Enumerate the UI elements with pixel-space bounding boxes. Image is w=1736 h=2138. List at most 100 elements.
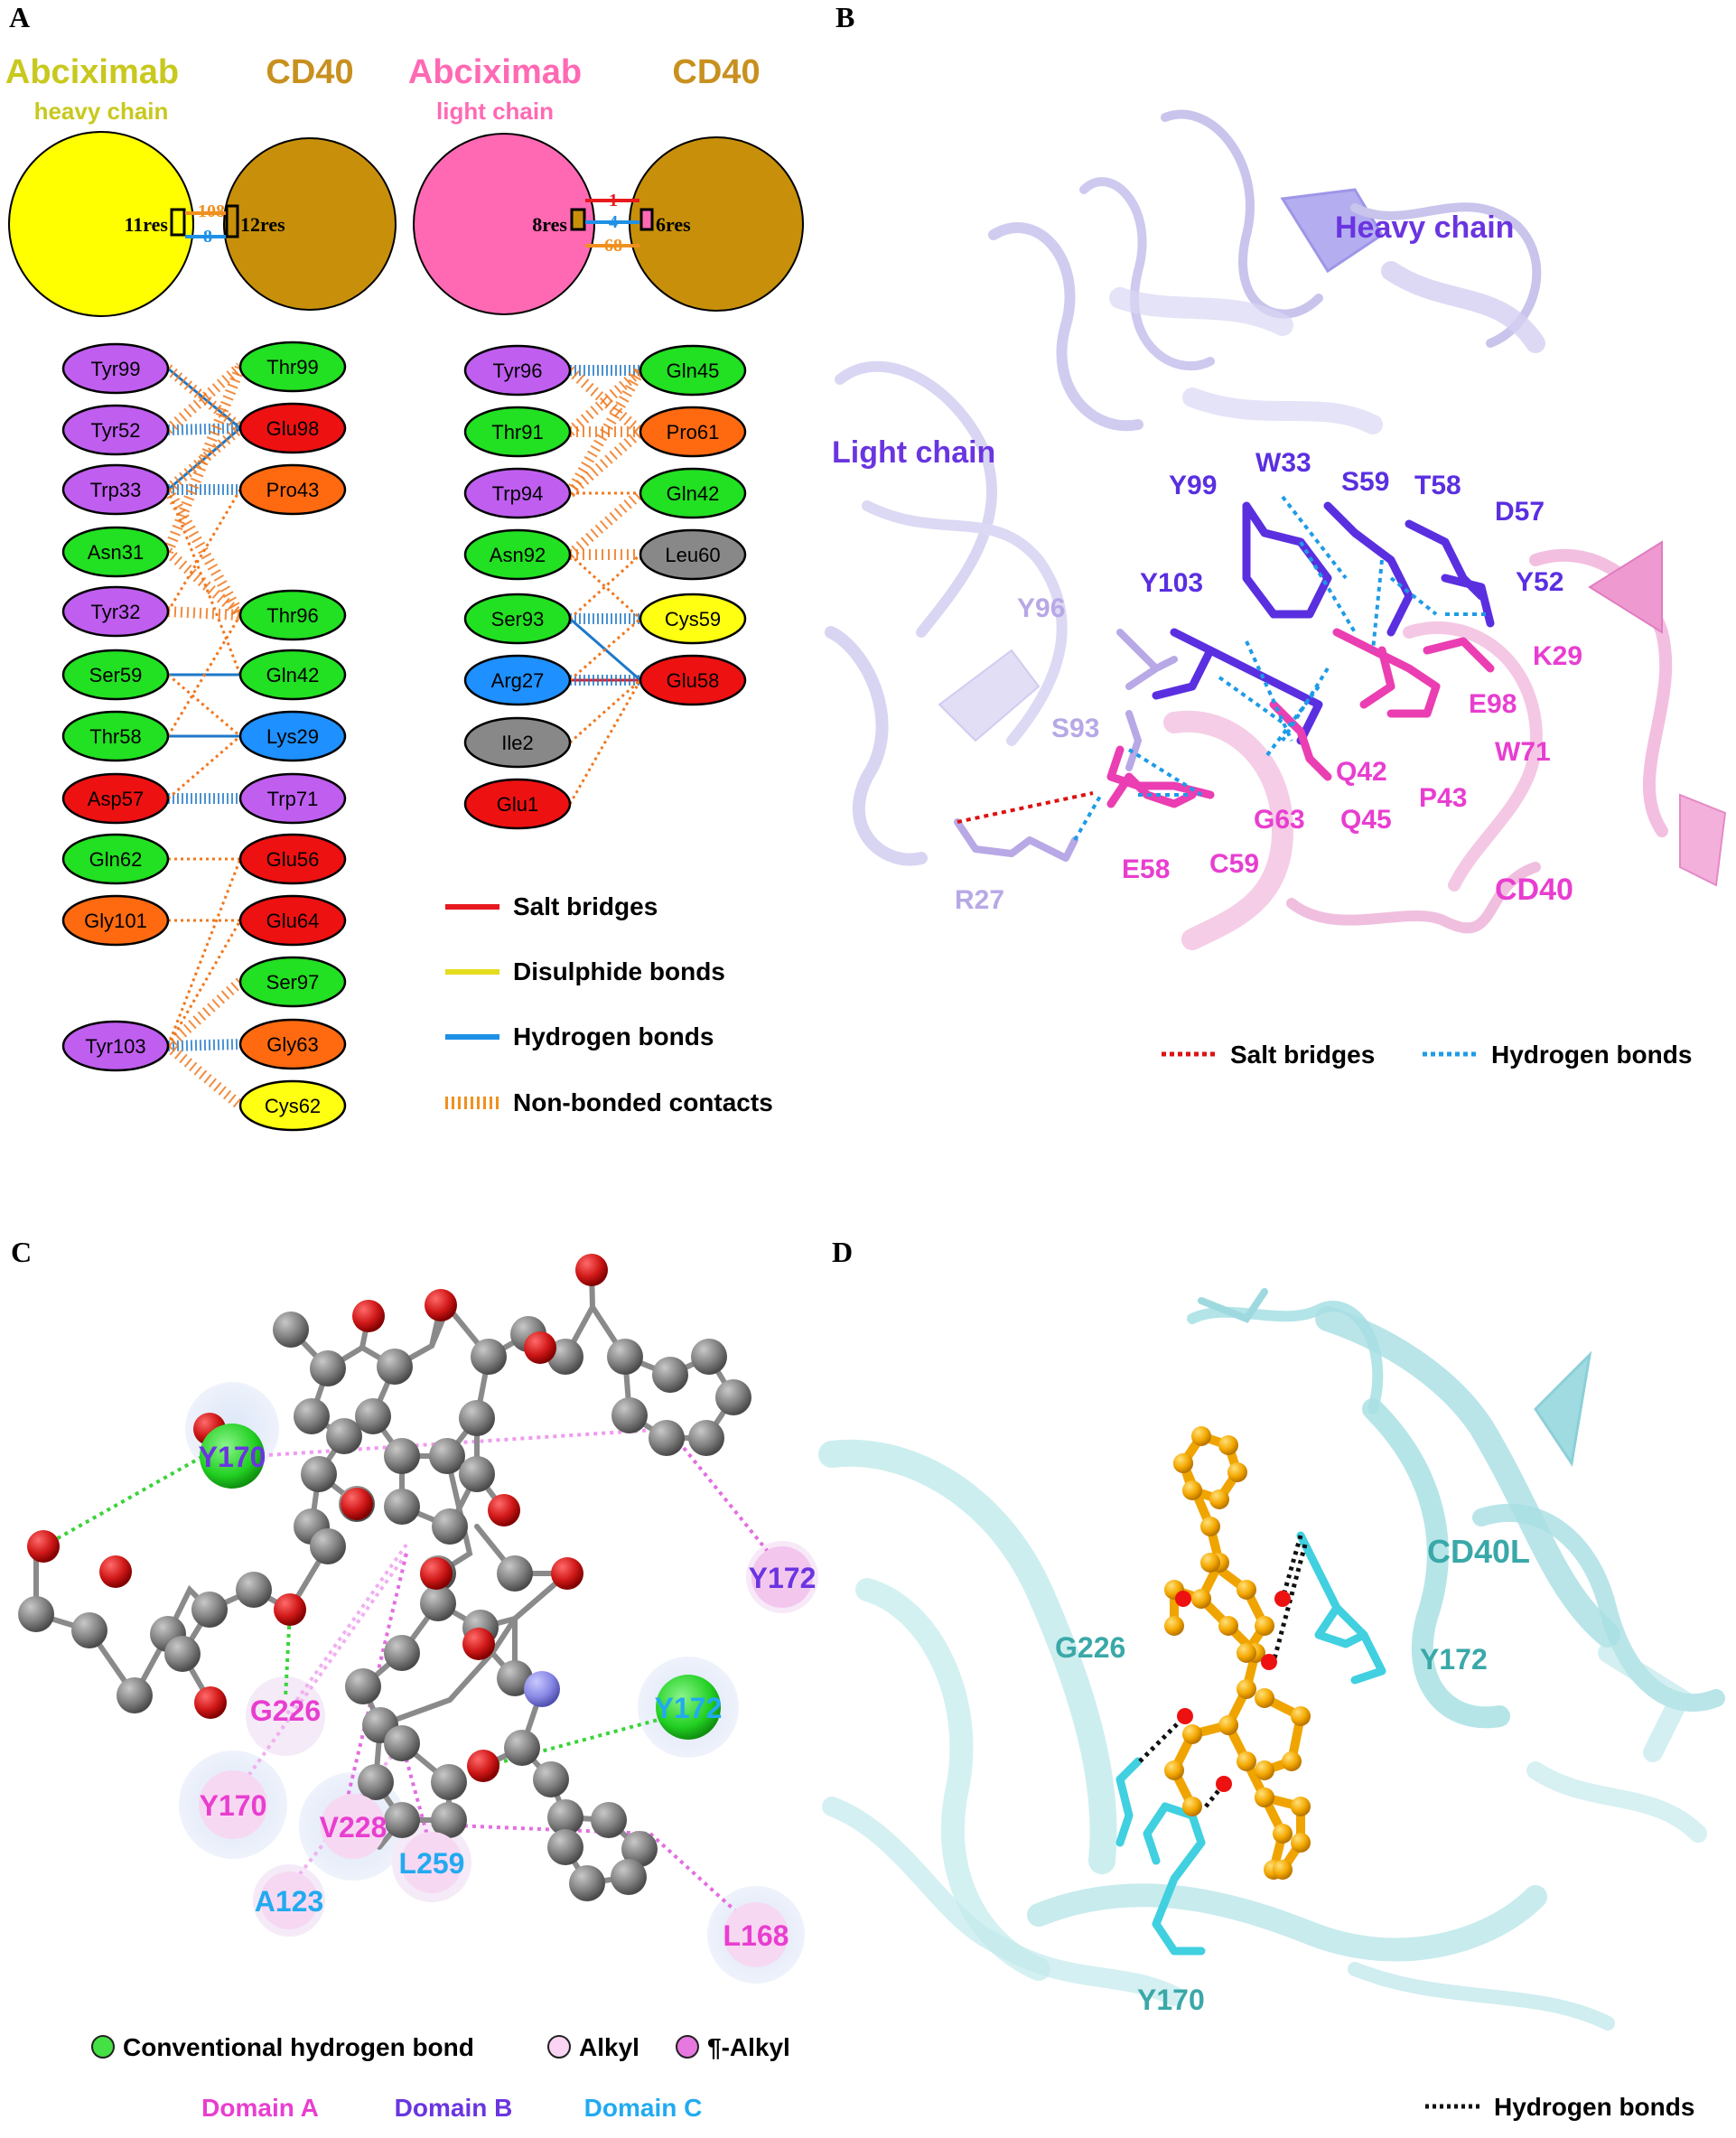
carbon-atom bbox=[358, 1764, 394, 1800]
nitrogen-atom bbox=[524, 1671, 560, 1707]
heavy-interface-right bbox=[225, 204, 239, 238]
panel-d-label: D bbox=[832, 1236, 853, 1268]
interaction-dot bbox=[167, 734, 241, 800]
carbon-atom bbox=[504, 1730, 540, 1766]
residue-node-label: Cys59 bbox=[665, 608, 721, 630]
legend-c-pialkyl-label: ¶-Alkyl bbox=[707, 2033, 790, 2061]
carbon-atom bbox=[294, 1398, 330, 1434]
residue-D57: D57 bbox=[1495, 497, 1545, 527]
light-group-subtitle: light chain bbox=[436, 98, 554, 125]
heavy-group-partner: CD40 bbox=[266, 53, 353, 91]
alkyl-ball-a123 bbox=[260, 1872, 318, 1929]
carbon-atom bbox=[621, 1831, 658, 1867]
ligand-oxygen bbox=[1216, 1776, 1232, 1792]
hbond-ball-y170 bbox=[200, 1424, 265, 1489]
ligand-atom bbox=[1227, 1462, 1247, 1482]
panel-a-legend: Salt bridges Disulphide bonds Hydrogen b… bbox=[445, 892, 773, 1116]
heavy-cd40-circle bbox=[223, 137, 397, 311]
carbon-atom bbox=[471, 1339, 507, 1375]
residue-node-thr91: Thr91 bbox=[463, 406, 572, 458]
interaction-nb bbox=[566, 489, 644, 559]
panel-b: B bbox=[825, 1, 1727, 1069]
ligand-atom bbox=[1173, 1453, 1193, 1473]
residue-node-label: Ile2 bbox=[501, 732, 533, 754]
carbon-atom bbox=[607, 1339, 643, 1375]
heavy-interface-left bbox=[170, 208, 186, 237]
interaction-nb bbox=[566, 427, 644, 498]
interaction-hbm bbox=[167, 1039, 241, 1051]
alkyl-ball-l259 bbox=[401, 1832, 462, 1893]
residue-S93: S93 bbox=[1051, 714, 1099, 743]
panel-c-label: C bbox=[11, 1236, 32, 1268]
ligand-atom bbox=[1237, 1643, 1256, 1663]
residue-node-tyr96: Tyr96 bbox=[463, 344, 572, 397]
residue-node-glu98: Glu98 bbox=[238, 402, 347, 454]
carbon-atom bbox=[236, 1572, 272, 1608]
panel-a: A Abciximab heavy chain CD40 Abciximab l… bbox=[5, 1, 804, 1132]
hbond-ball-y172 bbox=[656, 1675, 721, 1740]
interaction-nb bbox=[164, 547, 244, 620]
carbon-atom bbox=[691, 1339, 727, 1375]
light-count-salt: 1 bbox=[609, 191, 618, 210]
residue-c-Y172-b: Y172 bbox=[749, 1562, 817, 1594]
carbon-atom bbox=[497, 1660, 533, 1696]
interaction-dot bbox=[569, 617, 641, 682]
ligand-branch bbox=[1262, 1694, 1306, 1775]
residue-node-label: Tyr52 bbox=[90, 419, 140, 442]
light-chain-circle bbox=[413, 133, 595, 315]
residue-K29: K29 bbox=[1533, 641, 1582, 671]
legend-d-hbond-label: Hydrogen bonds bbox=[1494, 2093, 1694, 2121]
residue-node-label: Arg27 bbox=[491, 669, 545, 692]
heavy-group-subtitle: heavy chain bbox=[34, 98, 169, 125]
ligand-atom bbox=[1191, 1426, 1211, 1446]
legend-c-domain-b: Domain B bbox=[395, 2094, 513, 2122]
residue-node-label: Glu98 bbox=[266, 417, 320, 440]
oxygen-atom bbox=[420, 1557, 453, 1590]
heavy-count-nonbond: 108 bbox=[198, 201, 225, 221]
carbon-atom bbox=[459, 1456, 495, 1492]
heavy-group-title: Abciximab bbox=[5, 53, 179, 91]
halo-g226 bbox=[246, 1676, 325, 1756]
light-interface-right bbox=[639, 208, 654, 231]
carbon-atom bbox=[547, 1799, 583, 1835]
carbon-atom bbox=[431, 1802, 467, 1838]
panel-d: D bbox=[818, 1236, 1726, 2121]
carbon-atom bbox=[611, 1859, 647, 1895]
oxygen-atom bbox=[341, 1488, 373, 1520]
residue-G63: G63 bbox=[1254, 805, 1305, 835]
residue-node-ser97: Ser97 bbox=[238, 956, 347, 1008]
residue-node-label: Pro43 bbox=[266, 479, 320, 501]
carbon-atom bbox=[384, 1802, 420, 1838]
heavy-count-hbond: 8 bbox=[203, 227, 212, 247]
carbon-atom bbox=[431, 1764, 467, 1800]
residue-node-glu56: Glu56 bbox=[238, 833, 347, 885]
residue-node-cys62: Cys62 bbox=[238, 1079, 347, 1132]
residue-S59: S59 bbox=[1341, 467, 1389, 497]
panel-c: C bbox=[11, 1236, 818, 2122]
residue-node-pro61: Pro61 bbox=[639, 406, 747, 458]
residue-d-Y172: Y172 bbox=[1420, 1643, 1488, 1676]
ligand-oxygen bbox=[1175, 1591, 1191, 1607]
residue-node-gly63: Gly63 bbox=[238, 1018, 347, 1070]
residue-node-gln42: Gln42 bbox=[238, 649, 347, 701]
carbon-atom bbox=[345, 1668, 381, 1704]
residue-node-glu58: Glu58 bbox=[639, 654, 747, 706]
carbon-atom bbox=[652, 1357, 688, 1393]
interaction-dot bbox=[167, 673, 241, 738]
interaction-nb bbox=[163, 364, 246, 555]
carbon-atom bbox=[715, 1379, 751, 1415]
oxygen-atom bbox=[352, 1300, 385, 1332]
ligand-oxygen bbox=[1177, 1708, 1193, 1724]
oxygen-atom bbox=[551, 1557, 583, 1590]
residue-node-label: Trp33 bbox=[90, 479, 142, 501]
light-chain-sticks bbox=[954, 629, 1178, 862]
oxygen-atom bbox=[194, 1686, 227, 1719]
ligand-atom bbox=[1164, 1616, 1184, 1636]
heavy-chain-label: Heavy chain bbox=[1335, 210, 1514, 245]
residue-c-V228: V228 bbox=[320, 1811, 387, 1844]
carbon-atom bbox=[497, 1555, 533, 1592]
interaction-dot bbox=[569, 678, 641, 744]
residue-Q42: Q42 bbox=[1336, 757, 1387, 787]
carbon-atom bbox=[273, 1312, 309, 1348]
ligand-branch bbox=[1208, 1559, 1270, 1656]
